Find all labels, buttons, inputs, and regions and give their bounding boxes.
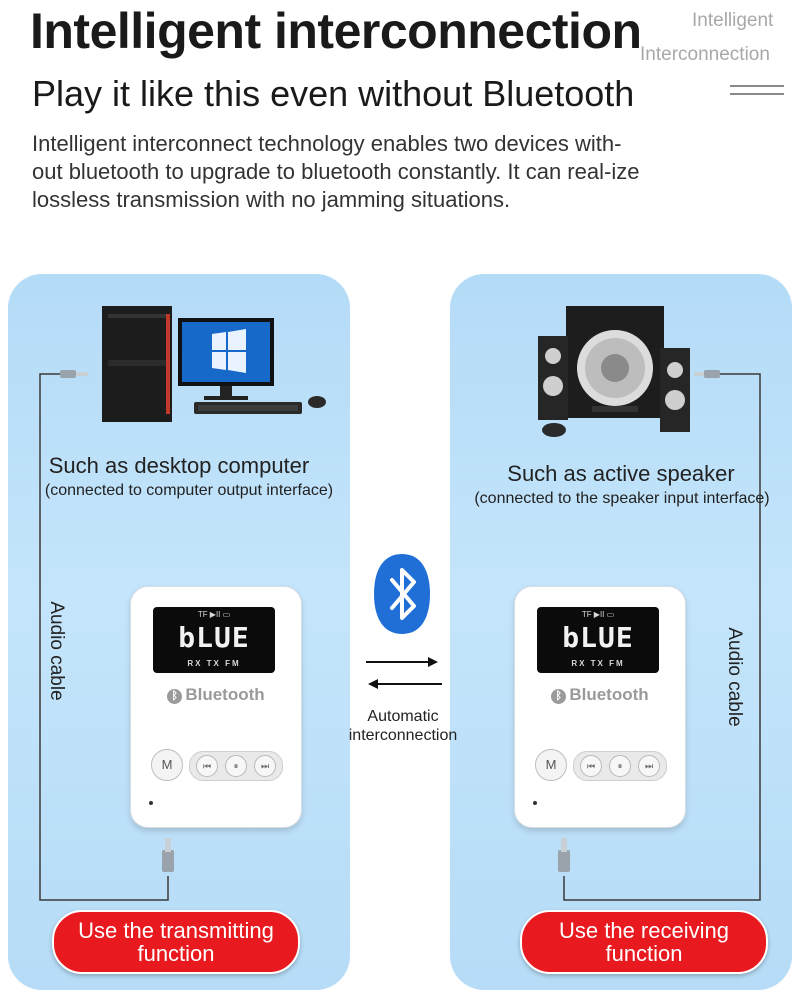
active-speaker-icon <box>538 306 690 437</box>
exchange-arrows-icon <box>366 657 442 689</box>
display-modes: RX TX FM <box>571 659 625 668</box>
transmitting-function-badge: Use the transmitting function <box>52 910 300 974</box>
page-description: Intelligent interconnect technology enab… <box>32 131 640 212</box>
left-caption: Such as desktop computer <box>48 453 310 478</box>
display-status-icons: TF ▶II ▭ <box>581 610 615 619</box>
right-caption: Such as active speaker <box>507 461 735 486</box>
bluetooth-badge-icon <box>374 554 430 634</box>
device-display: TF ▶II ▭ bLUE RX TX FM <box>153 607 275 673</box>
status-led <box>533 801 537 805</box>
side-rule-bottom <box>730 93 784 95</box>
brand-label: Bluetooth <box>185 685 265 704</box>
right-cable-label: Audio cable <box>724 627 745 727</box>
next-icon[interactable]: ⏭ <box>254 755 276 777</box>
right-subcaption: (connected to the speaker input interfac… <box>474 490 770 507</box>
device-buttons: M ⏮ ⏸ ⏭ <box>151 749 283 781</box>
pause-icon[interactable]: ⏸ <box>609 755 631 777</box>
previous-icon[interactable]: ⏮ <box>580 755 602 777</box>
next-icon[interactable]: ⏭ <box>638 755 660 777</box>
page-subtitle: Play it like this even without Bluetooth <box>32 73 635 114</box>
side-label-bottom: Interconnection <box>640 44 770 65</box>
display-modes: RX TX FM <box>187 659 241 668</box>
side-rule-top <box>730 85 784 87</box>
pause-icon[interactable]: ⏸ <box>225 755 247 777</box>
desktop-computer-icon <box>102 306 326 422</box>
receiving-function-badge: Use the receiving function <box>520 910 768 974</box>
left-cable-label: Audio cable <box>46 601 67 701</box>
mode-button[interactable]: M <box>151 749 183 781</box>
page-title: Intelligent interconnection <box>30 3 642 59</box>
interconnection-caption: Automatic interconnection <box>348 708 458 744</box>
bluetooth-icon: ᛒ <box>167 689 183 704</box>
left-subcaption: (connected to computer output interface) <box>44 482 334 499</box>
playback-controls: ⏮ ⏸ ⏭ <box>189 751 283 781</box>
device-buttons: M ⏮ ⏸ ⏭ <box>535 749 667 781</box>
status-led <box>149 801 153 805</box>
device-display: TF ▶II ▭ bLUE RX TX FM <box>537 607 659 673</box>
playback-controls: ⏮ ⏸ ⏭ <box>573 751 667 781</box>
mode-button[interactable]: M <box>535 749 567 781</box>
bluetooth-icon: ᛒ <box>551 689 567 704</box>
previous-icon[interactable]: ⏮ <box>196 755 218 777</box>
brand-label: Bluetooth <box>569 685 649 704</box>
side-label-top: Intelligent <box>692 10 774 31</box>
display-text: bLUE <box>562 621 634 654</box>
display-text: bLUE <box>178 621 250 654</box>
display-status-icons: TF ▶II ▭ <box>197 610 231 619</box>
